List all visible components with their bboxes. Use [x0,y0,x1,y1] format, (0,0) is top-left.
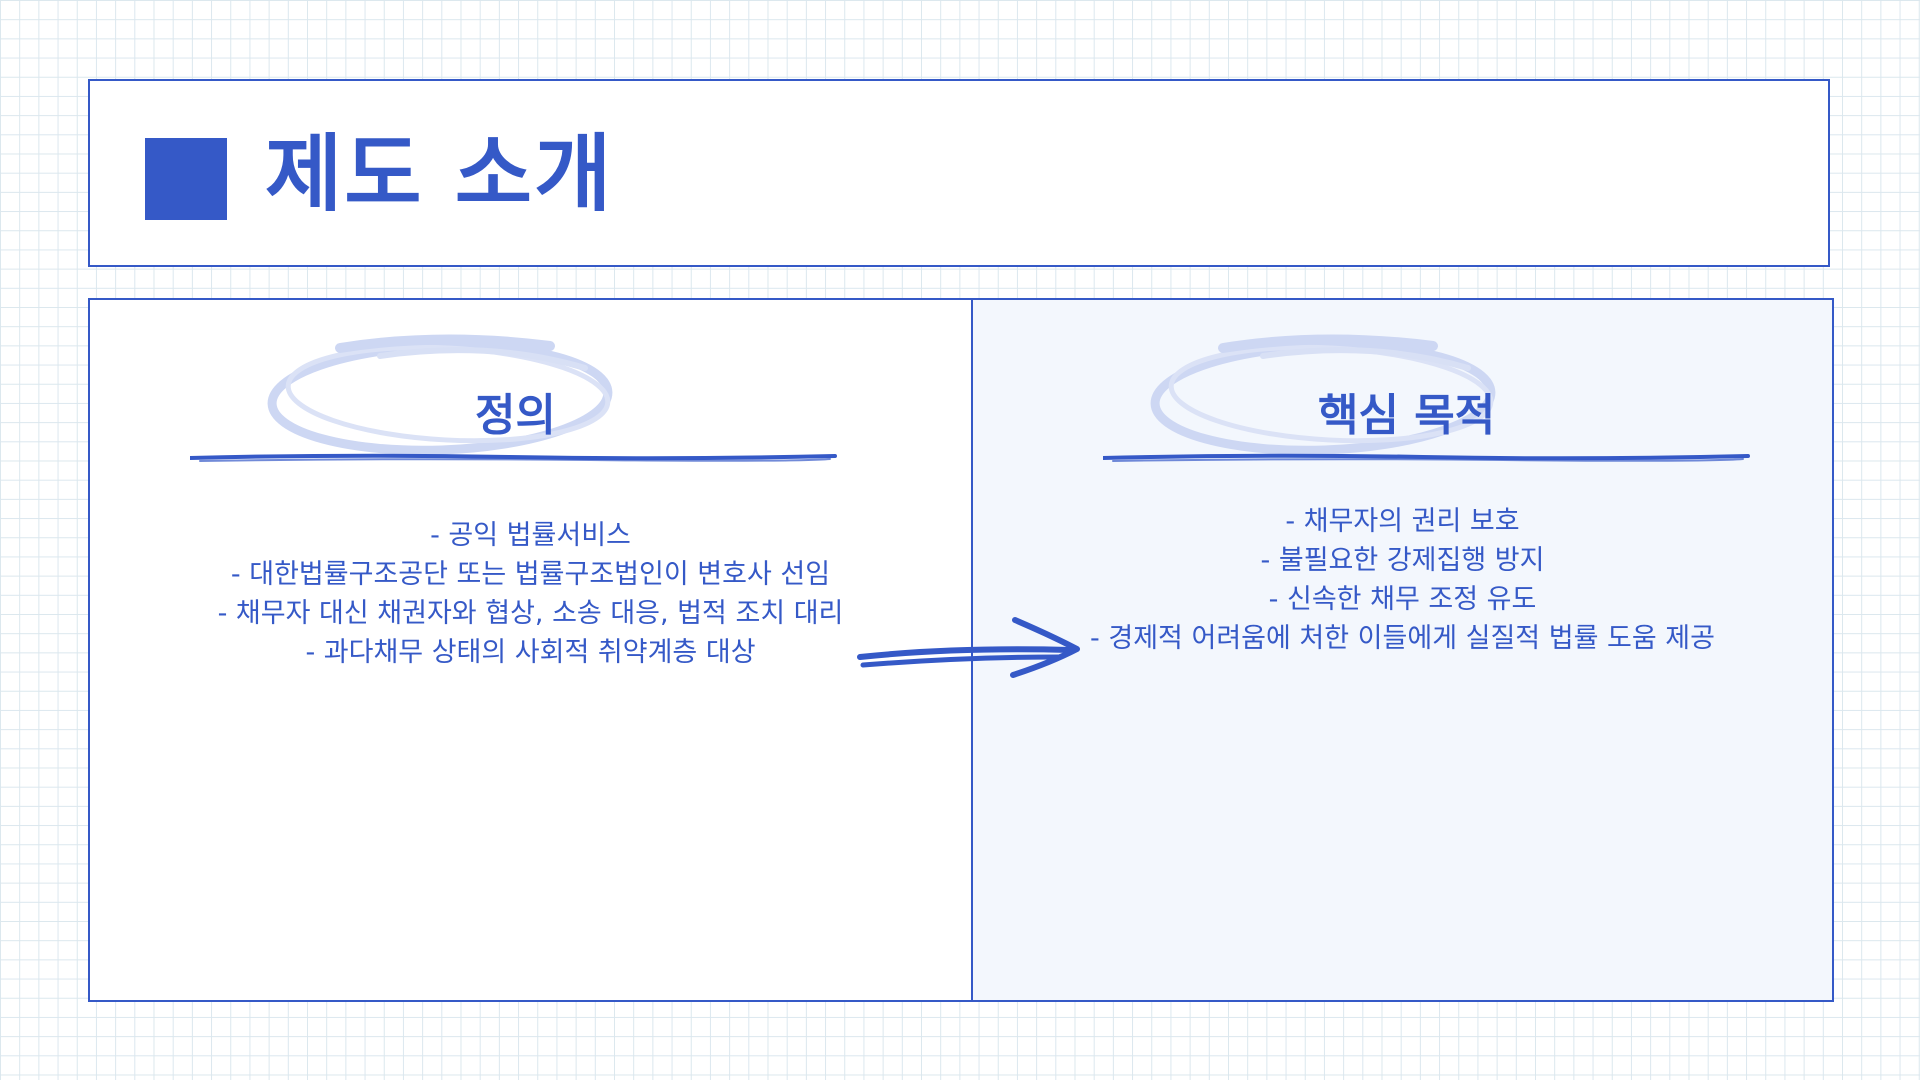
purpose-heading-group: 핵심 목적 [1103,328,1763,488]
purpose-item: - 채무자의 권리 보호 [1285,506,1520,537]
brush-underline-icon [1103,453,1750,462]
brush-ellipse-icon [1150,334,1496,455]
definition-item: - 과다채무 상태의 사회적 취약계층 대상 [305,637,756,668]
definition-item: - 공익 법률서비스 [430,520,631,551]
definition-heading-group: 정의 [190,328,850,488]
definition-item: - 채무자 대신 채권자와 협상, 소송 대응, 법적 조치 대리 [217,598,844,629]
brush-underline-icon [190,453,837,462]
square-marker-icon [145,138,227,220]
purpose-item: - 신속한 채무 조정 유도 [1268,584,1537,615]
definition-list: - 공익 법률서비스 - 대한법률구조공단 또는 법률구조법인이 변호사 선임 … [90,516,971,672]
page-title: 제도 소개 [265,125,614,223]
purpose-item: - 불필요한 강제집행 방지 [1260,545,1545,576]
hand-drawn-arrow-icon [857,617,1080,678]
definition-heading: 정의 [475,390,556,441]
definition-panel: 정의 - 공익 법률서비스 - 대한법률구조공단 또는 법률구조법인이 변호사 … [88,298,973,1002]
purpose-item: - 경제적 어려움에 처한 이들에게 실질적 법률 도움 제공 [1090,623,1715,654]
definition-item: - 대한법률구조공단 또는 법률구조법인이 변호사 선임 [230,559,831,590]
brush-ellipse-icon [267,334,613,455]
purpose-panel: 핵심 목적 - 채무자의 권리 보호 - 불필요한 강제집행 방지 - 신속한 … [971,298,1834,1002]
title-box: 제도 소개 [88,79,1830,267]
purpose-list: - 채무자의 권리 보호 - 불필요한 강제집행 방지 - 신속한 채무 조정 … [973,502,1832,658]
purpose-heading: 핵심 목적 [1318,390,1496,441]
